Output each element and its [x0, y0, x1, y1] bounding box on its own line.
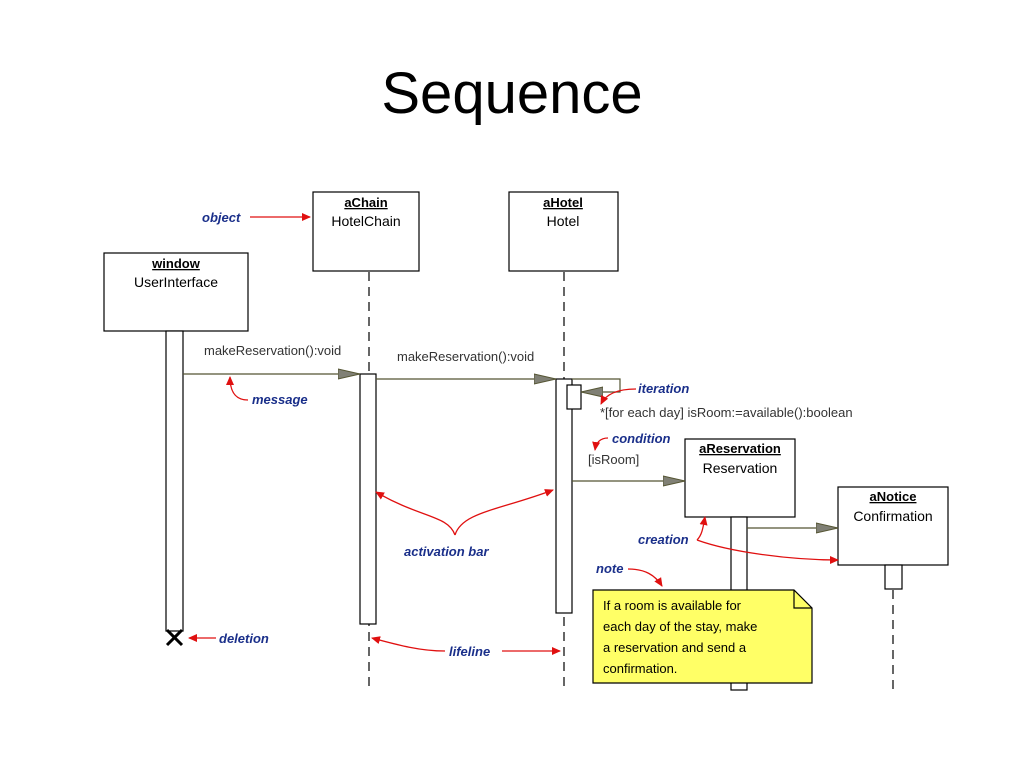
annotation-lifeline: lifeline: [449, 644, 490, 659]
activation-bar-ahotel-nested: [566, 384, 582, 410]
annotation-iteration: iteration: [638, 381, 689, 396]
annotation-object: object: [202, 210, 241, 225]
message-label-iteration: *[for each day] isRoom:=available():bool…: [600, 405, 853, 420]
arrow-note: [627, 568, 663, 587]
object-name: aReservation: [699, 441, 781, 456]
object-name: window: [151, 256, 201, 271]
arrow-creation-reservation: [696, 516, 708, 541]
message-label-condition: [isRoom]: [588, 452, 639, 467]
object-class: Hotel: [547, 213, 580, 229]
message-line-iteration: [572, 378, 621, 392]
note-line: each day of the stay, make: [603, 619, 757, 634]
annotation-note: note: [596, 561, 623, 576]
deletion-x-icon: [165, 628, 184, 647]
annotation-activation-bar: activation bar: [404, 544, 489, 559]
arrow-message: [226, 376, 249, 401]
arrow-creation-notice: [696, 539, 839, 564]
activation-bar-anotice: [884, 564, 903, 590]
object-window: window UserInterface: [103, 252, 249, 332]
object-class: Reservation: [703, 460, 778, 476]
message-label-2: makeReservation():void: [397, 349, 534, 364]
object-name: aHotel: [543, 195, 583, 210]
annotation-creation: creation: [638, 532, 689, 547]
object-ahotel: aHotel Hotel: [508, 191, 619, 272]
object-class: UserInterface: [134, 274, 218, 290]
note-line: If a room is available for: [603, 598, 742, 613]
note-line: confirmation.: [603, 661, 677, 676]
activation-bar-achain: [359, 373, 377, 625]
object-name: aChain: [344, 195, 387, 210]
object-class: Confirmation: [853, 508, 932, 524]
object-areservation: aReservation Reservation: [684, 438, 796, 518]
activation-bar-ahotel: [555, 378, 573, 614]
object-class: HotelChain: [331, 213, 400, 229]
arrow-condition: [592, 437, 609, 451]
page-title: Sequence: [381, 61, 643, 126]
object-name: aNotice: [870, 489, 917, 504]
arrow-activation-left: [375, 491, 456, 536]
arrow-lifeline: [371, 636, 446, 652]
message-label-1: makeReservation():void: [204, 343, 341, 358]
object-anotice: aNotice Confirmation: [837, 486, 949, 566]
annotation-arrows: [188, 213, 839, 655]
annotation-condition: condition: [612, 431, 671, 446]
note-line: a reservation and send a: [603, 640, 747, 655]
arrow-activation-right: [454, 489, 554, 536]
annotation-message: message: [252, 392, 308, 407]
note-box: If a room is available for each day of t…: [592, 589, 813, 684]
annotation-deletion: deletion: [219, 631, 269, 646]
arrow-iteration: [600, 388, 637, 405]
object-achain: aChain HotelChain: [312, 191, 420, 272]
activation-bar-window: [165, 330, 184, 632]
message-lines: [183, 374, 838, 528]
